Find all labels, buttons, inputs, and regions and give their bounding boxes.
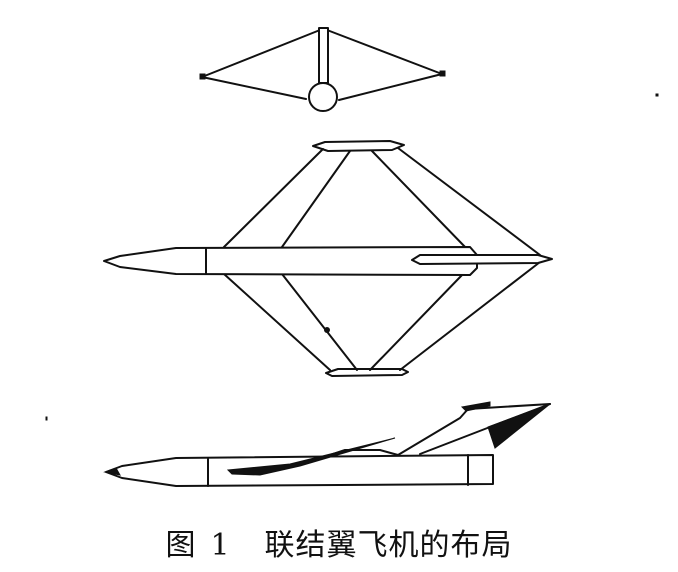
front-view <box>199 27 446 112</box>
top-view <box>103 140 553 377</box>
side-view <box>103 401 551 487</box>
caption-text: 联结翼飞机的布局 <box>264 528 513 563</box>
speck <box>655 93 659 97</box>
caption-label: 图 <box>165 528 197 563</box>
speck <box>45 416 48 421</box>
caption-number: 1 <box>210 528 231 563</box>
